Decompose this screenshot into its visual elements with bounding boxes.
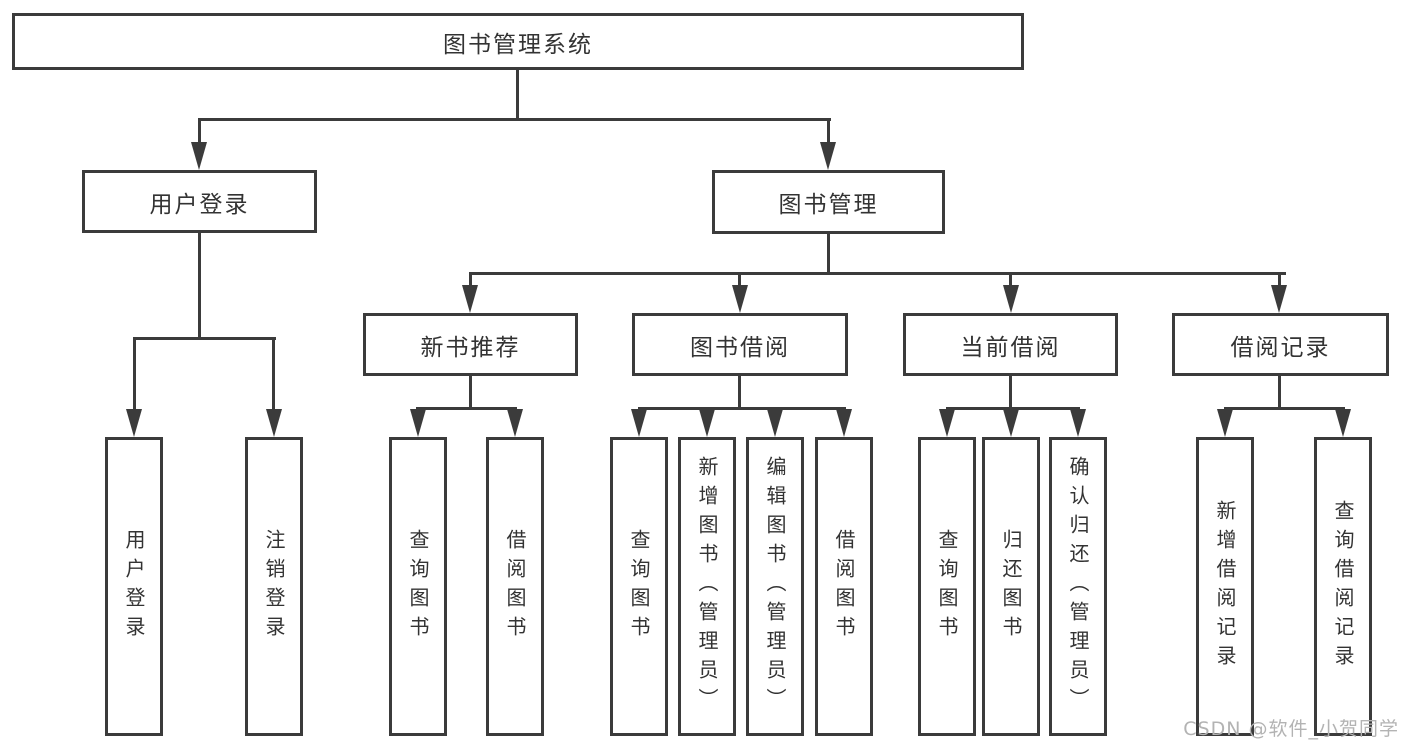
arrowhead-borrow-records <box>1271 285 1287 313</box>
node-book-management-label: 图书管理 <box>778 192 879 218</box>
arrowhead-book-management <box>820 142 836 170</box>
leaf-query-book-2-label: 查询图书 <box>627 528 651 645</box>
node-current-borrow-label: 当前借阅 <box>960 334 1061 361</box>
leaf-confirm-return-admin: 确认归还（管理员） <box>1049 437 1107 736</box>
node-user-login: 用户登录 <box>82 170 317 233</box>
leaf-return-book: 归还图书 <box>982 437 1040 736</box>
leaf-confirm-return-admin-label: 确认归还（管理员） <box>1066 456 1090 717</box>
leaf-borrow-book-1: 借阅图书 <box>486 437 544 736</box>
connector-root-stem-left <box>198 118 201 148</box>
connector-bookmgmt-stem-4 <box>1278 272 1281 290</box>
node-borrow-records-label: 借阅记录 <box>1230 334 1331 361</box>
arrowhead-book-borrow <box>732 285 748 313</box>
connector-bookborrow-trunk <box>738 376 741 410</box>
arrowhead-leaf-user-login <box>126 409 142 437</box>
arrowhead-current-borrow <box>1003 285 1019 313</box>
arrowhead-user-login <box>191 142 207 170</box>
node-book-borrow: 图书借阅 <box>632 313 848 376</box>
leaf-logout-label: 注销登录 <box>262 528 286 645</box>
connector-bookmgmt-branch <box>469 272 1286 275</box>
node-root-label: 图书管理系统 <box>443 31 593 58</box>
leaf-edit-book-admin: 编辑图书（管理员） <box>746 437 804 736</box>
leaf-query-borrow-record: 查询借阅记录 <box>1314 437 1372 736</box>
connector-bookmgmt-stem-1 <box>469 272 472 290</box>
connector-userlogin-stem-1 <box>133 337 136 415</box>
leaf-borrow-book-2: 借阅图书 <box>815 437 873 736</box>
leaf-query-book-3-label: 查询图书 <box>935 528 959 645</box>
connector-root-branch <box>198 118 831 121</box>
arrowhead-leaf-borrow-book-2 <box>836 409 852 437</box>
arrowhead-new-book-recommend <box>462 285 478 313</box>
arrowhead-leaf-add-book <box>699 409 715 437</box>
connector-userlogin-stem-2 <box>272 337 275 415</box>
leaf-add-book-admin: 新增图书（管理员） <box>678 437 736 736</box>
arrowhead-leaf-add-record <box>1217 409 1233 437</box>
connector-userlogin-trunk <box>198 233 201 339</box>
leaf-borrow-book-1-label: 借阅图书 <box>503 528 527 645</box>
leaf-add-borrow-record-label: 新增借阅记录 <box>1213 499 1237 674</box>
arrowhead-leaf-edit-book <box>767 409 783 437</box>
node-new-book-recommend-label: 新书推荐 <box>420 334 521 361</box>
leaf-query-book-1: 查询图书 <box>389 437 447 736</box>
connector-bookmgmt-trunk <box>827 234 830 274</box>
connector-bookmgmt-stem-3 <box>1009 272 1012 290</box>
arrowhead-leaf-query-book-1 <box>410 409 426 437</box>
connector-currentborrow-trunk <box>1009 376 1012 410</box>
connector-bookborrow-branch <box>638 407 846 410</box>
leaf-query-book-1-label: 查询图书 <box>406 528 430 645</box>
node-book-borrow-label: 图书借阅 <box>690 334 790 361</box>
arrowhead-leaf-query-record <box>1335 409 1351 437</box>
leaf-edit-book-admin-label: 编辑图书（管理员） <box>763 456 787 717</box>
connector-bookmgmt-stem-2 <box>738 272 741 290</box>
connector-records-trunk <box>1278 376 1281 410</box>
leaf-query-book-2: 查询图书 <box>610 437 668 736</box>
leaf-add-book-admin-label: 新增图书（管理员） <box>695 456 719 717</box>
csdn-watermark: CSDN @软件_小贺同学 <box>1183 718 1399 740</box>
node-user-login-label: 用户登录 <box>149 191 250 218</box>
arrowhead-leaf-return-book <box>1003 409 1019 437</box>
connector-root-trunk <box>516 70 519 119</box>
connector-newbook-branch <box>416 407 517 410</box>
connector-newbook-trunk <box>469 376 472 410</box>
connector-currentborrow-branch <box>946 407 1080 410</box>
leaf-return-book-label: 归还图书 <box>999 528 1023 645</box>
leaf-user-login-label: 用户登录 <box>122 528 146 645</box>
arrowhead-leaf-query-book-2 <box>631 409 647 437</box>
arrowhead-leaf-confirm-return <box>1070 409 1086 437</box>
leaf-borrow-book-2-label: 借阅图书 <box>832 528 856 645</box>
leaf-query-borrow-record-label: 查询借阅记录 <box>1331 499 1355 674</box>
arrowhead-leaf-borrow-book-1 <box>507 409 523 437</box>
node-book-management: 图书管理 <box>712 170 945 234</box>
connector-records-branch <box>1224 407 1345 410</box>
leaf-query-book-3: 查询图书 <box>918 437 976 736</box>
arrowhead-leaf-query-book-3 <box>939 409 955 437</box>
node-new-book-recommend: 新书推荐 <box>363 313 578 376</box>
leaf-user-login: 用户登录 <box>105 437 163 736</box>
leaf-add-borrow-record: 新增借阅记录 <box>1196 437 1254 736</box>
connector-root-stem-right <box>827 118 830 148</box>
leaf-logout: 注销登录 <box>245 437 303 736</box>
node-root: 图书管理系统 <box>12 13 1024 70</box>
node-current-borrow: 当前借阅 <box>903 313 1118 376</box>
arrowhead-leaf-logout <box>266 409 282 437</box>
connector-userlogin-branch <box>133 337 276 340</box>
node-borrow-records: 借阅记录 <box>1172 313 1389 376</box>
